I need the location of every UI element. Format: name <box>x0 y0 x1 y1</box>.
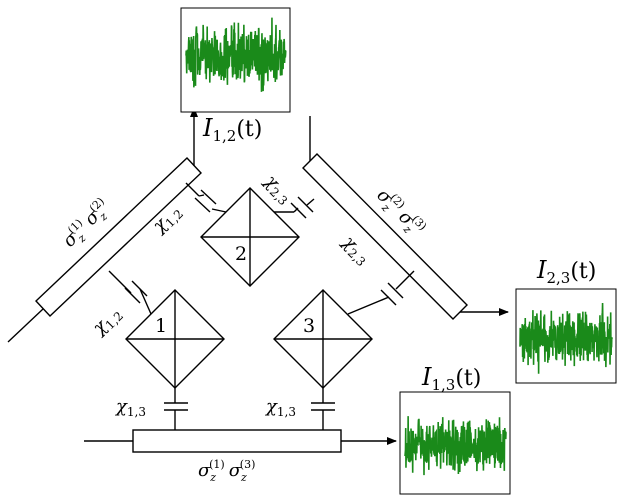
resonator-12-input-line <box>7 308 44 343</box>
resonator-13 <box>132 429 342 453</box>
resonator-13-label: σz(1)σz(3) <box>198 458 255 484</box>
output-label-I12: I1,2(t) <box>202 114 262 145</box>
resonator-23-label: σz(2)σz(3) <box>370 183 429 242</box>
coupling-label-chi23-right: χ2,3 <box>336 230 375 269</box>
qubit-1 <box>125 289 225 389</box>
resonator-12 <box>35 157 202 317</box>
signal-trace-I23 <box>519 303 613 374</box>
coupling-label-chi12-left: χ1,2 <box>87 302 126 341</box>
qubit-2-label: 2 <box>235 243 247 265</box>
coupler-chi23-top <box>274 196 315 219</box>
qubit-3 <box>273 289 373 389</box>
coupler-chi13-right <box>311 388 335 430</box>
signal-panel-I12 <box>180 7 291 113</box>
resonator-23 <box>302 153 468 320</box>
output-label-I23: I2,3(t) <box>536 256 596 287</box>
coupler-chi23-right <box>347 270 415 315</box>
signal-panel-I13 <box>399 391 511 495</box>
signal-panel-I23 <box>515 288 617 384</box>
coupler-chi12-top <box>185 182 227 213</box>
coupler-chi12-left <box>108 270 152 315</box>
coupler-chi13-left <box>164 388 188 430</box>
signal-trace-I12 <box>185 17 287 92</box>
coupling-label-chi13-right: χ1,3 <box>264 396 296 419</box>
qubit-3-label: 3 <box>303 315 315 337</box>
coupling-label-chi13-left: χ1,3 <box>114 396 146 419</box>
signal-trace-I13 <box>404 416 507 476</box>
qubit-1-label: 1 <box>155 315 167 337</box>
output-label-I13: I1,3(t) <box>421 363 481 394</box>
